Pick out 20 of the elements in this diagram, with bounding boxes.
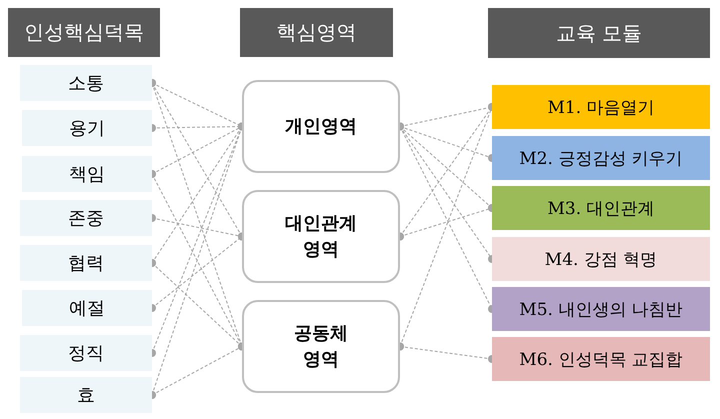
virtue-box: 정직	[20, 335, 152, 371]
virtue-box: 협력	[20, 245, 152, 281]
module-box: M3. 대인관계	[492, 186, 710, 230]
virtue-box: 책임	[22, 156, 152, 192]
virtue-box: 소통	[20, 65, 152, 101]
column-header: 교육 모듈	[488, 8, 710, 58]
module-box: M5. 내인생의 나침반	[492, 287, 710, 331]
module-box: M2. 긍정감성 키우기	[492, 136, 710, 180]
virtue-box: 용기	[22, 110, 152, 146]
domain-box: 대인관계 영역	[242, 190, 400, 283]
module-box: M6. 인성덕목 교집합	[492, 337, 710, 381]
domain-box: 공동체 영역	[242, 300, 400, 393]
module-box: M4. 강점 혁명	[492, 237, 710, 281]
module-box: M1. 마음열기	[492, 85, 710, 129]
column-header: 핵심영역	[240, 8, 393, 57]
virtue-box: 효	[20, 377, 152, 413]
virtue-box: 예절	[22, 290, 152, 326]
virtue-box: 존중	[20, 200, 152, 236]
domain-box: 개인영역	[242, 80, 400, 173]
column-header: 인성핵심덕목	[8, 8, 160, 57]
